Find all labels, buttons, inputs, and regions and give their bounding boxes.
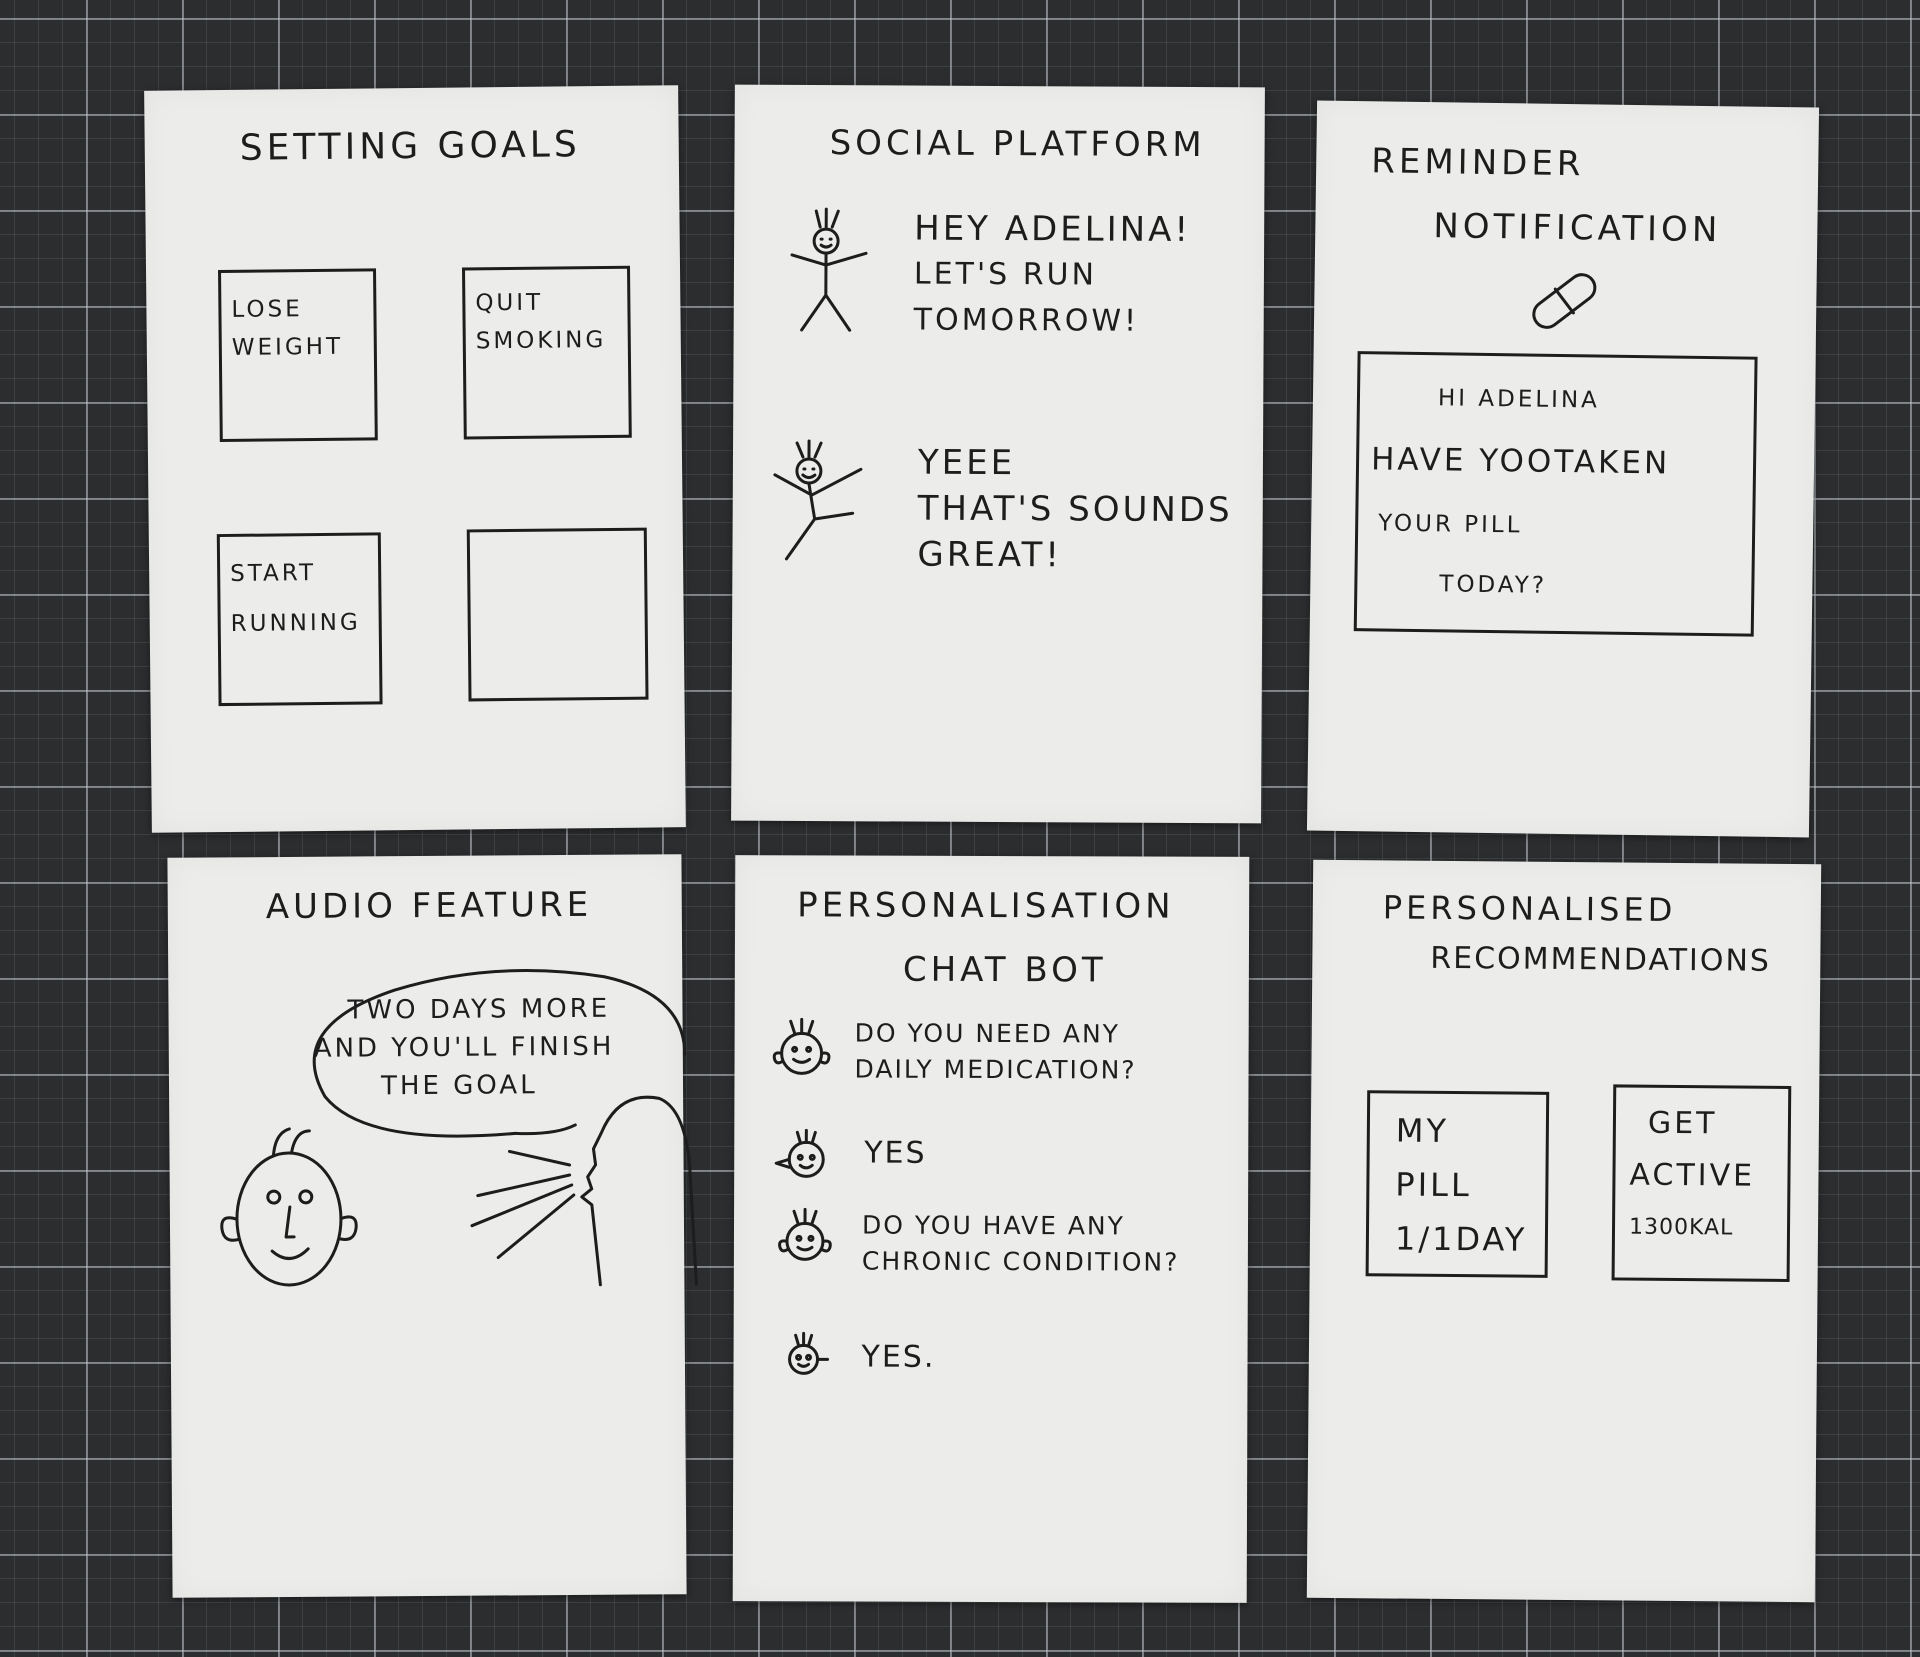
sheet-social-platform: SOCIAL PLATFORM HEY ADELINA! LET'S RUN T… [731, 84, 1265, 824]
notification-line: TODAY? [1439, 571, 1548, 599]
chat-message-bot: DO YOU NEED ANY DAILY MEDICATION? [854, 1016, 1137, 1089]
message-line: TOMORROW! [913, 302, 1140, 339]
recommendation-card-pill[interactable]: MY PILL 1/1DAY [1365, 1090, 1550, 1278]
goal-option-quit-smoking[interactable]: QUIT SMOKING [461, 265, 632, 440]
bot-face-icon [772, 1017, 831, 1075]
sheet-title-line1: REMINDER [1370, 141, 1585, 185]
sheet-title-line2: NOTIFICATION [1433, 206, 1722, 251]
chat-line: CHRONIC CONDITION? [861, 1246, 1180, 1277]
goal-label: LOSE WEIGHT [231, 296, 344, 361]
sheet-title-line2: CHAT BOT [902, 949, 1107, 991]
face-listener-icon [220, 1127, 358, 1287]
card-line: PILL [1395, 1165, 1472, 1205]
message-line: LET'S RUN [913, 256, 1098, 293]
notification-line: HAVE YOOTAKEN [1370, 441, 1671, 482]
notification-card[interactable]: HI ADELINA HAVE YOOTAKEN YOUR PILL TODAY… [1353, 351, 1758, 637]
card-line: GET [1647, 1105, 1718, 1142]
speaker-silhouette-icon [470, 1095, 698, 1287]
sheet-reminder-notification: REMINDER NOTIFICATION HI ADELINA HAVE YO… [1306, 100, 1820, 838]
sheet-setting-goals: SETTING GOALS LOSE WEIGHT QUIT SMOKING S… [144, 85, 686, 833]
user-face-icon [788, 1331, 830, 1375]
chat-line: DO YOU NEED ANY [854, 1018, 1121, 1049]
stick-figure-friend-icon [790, 207, 868, 332]
sheet-title: AUDIO FEATURE [265, 884, 593, 928]
notification-line: YOUR PILL [1378, 510, 1523, 539]
card-line: 1300KAL [1628, 1214, 1734, 1241]
card-text: MY PILL 1/1DAY [1395, 1104, 1529, 1267]
chat-message-user: YES. [861, 1340, 935, 1376]
message-line: YEEE [917, 442, 1016, 484]
sheet-title: SOCIAL PLATFORM [829, 123, 1206, 166]
goal-option-empty[interactable] [466, 527, 649, 702]
bot-face-icon [778, 1207, 832, 1261]
card-line: MY [1395, 1111, 1450, 1150]
stick-figure-user-icon [773, 439, 863, 561]
sheet-audio-feature: AUDIO FEATURE TWO DAYS MORE AND YOU'LL F… [167, 854, 698, 1598]
sheet-title-line1: PERSONALISATION [797, 885, 1175, 927]
user-face-icon [774, 1128, 825, 1178]
goal-option-lose-weight[interactable]: LOSE WEIGHT [218, 268, 378, 443]
bubble-line: TWO DAYS MORE [347, 993, 611, 1026]
goal-label: QUIT SMOKING [475, 289, 607, 355]
sheet-personalisation-chat-bot: PERSONALISATION CHAT BOT DO YOU NEED ANY… [732, 855, 1250, 1603]
card-text: GET ACTIVE 1300KAL [1629, 1098, 1756, 1255]
chat-line: DO YOU HAVE ANY [861, 1210, 1125, 1241]
message-line: HEY ADELINA! [914, 208, 1192, 251]
bubble-line: AND YOU'LL FINISH [313, 1031, 615, 1064]
chat-line: YES [864, 1135, 927, 1171]
sheet-title-line1: PERSONALISED [1382, 888, 1677, 929]
sheet-personalised-recommendations: PERSONALISED RECOMMENDATIONS MY PILL 1/1… [1306, 859, 1822, 1603]
goal-label: START RUNNING [230, 560, 361, 637]
card-line: 1/1DAY [1394, 1219, 1528, 1259]
pill-icon [1532, 273, 1597, 329]
speech-bubble-icon [312, 969, 687, 1138]
chat-message-user: YES [864, 1136, 926, 1172]
sheet-title: SETTING GOALS [239, 124, 581, 169]
goal-option-start-running[interactable]: START RUNNING [216, 532, 383, 707]
message-line: THAT'S SOUNDS [917, 488, 1233, 531]
chat-message-user: YEEE THAT'S SOUNDS GREAT! [917, 440, 1233, 580]
chat-line: DAILY MEDICATION? [854, 1054, 1137, 1085]
card-line: ACTIVE [1629, 1157, 1756, 1194]
chat-message-friend: HEY ADELINA! LET'S RUN TOMORROW! [914, 206, 1192, 345]
recommendation-card-activity[interactable]: GET ACTIVE 1300KAL [1611, 1084, 1792, 1282]
message-line: GREAT! [917, 534, 1063, 576]
sheet-title-line2: RECOMMENDATIONS [1430, 940, 1772, 979]
chat-line: YES. [861, 1339, 936, 1375]
notification-greeting: HI ADELINA [1437, 385, 1601, 414]
chat-message-bot: DO YOU HAVE ANY CHRONIC CONDITION? [862, 1208, 1180, 1281]
